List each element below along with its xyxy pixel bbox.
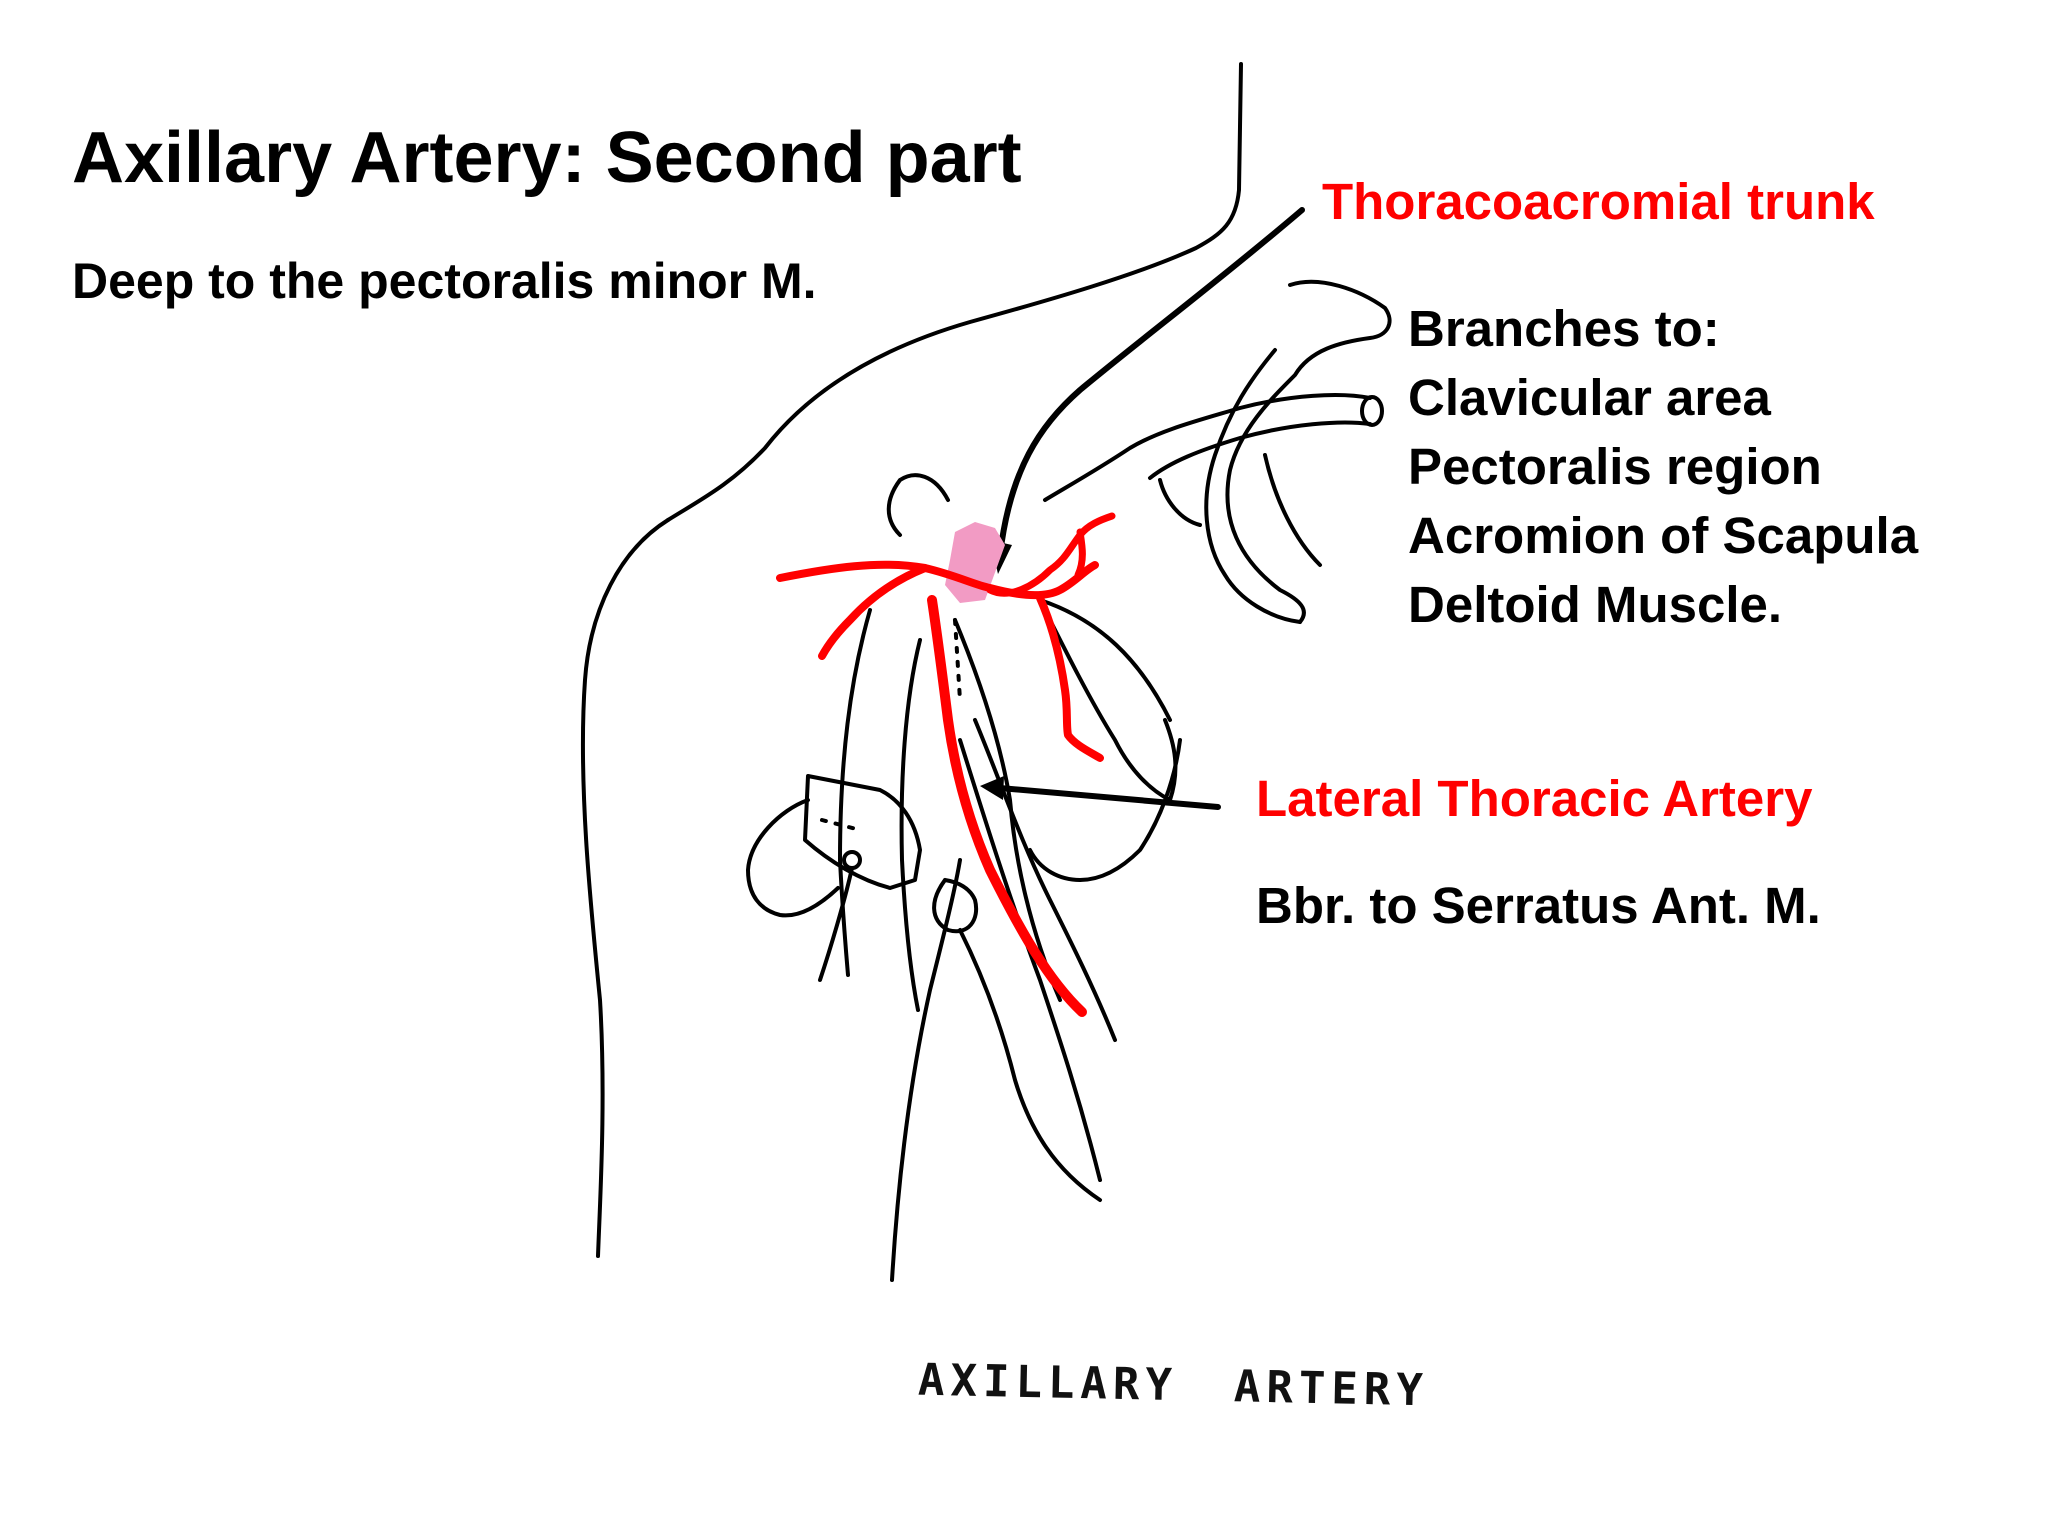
humerus-left [838,608,872,977]
pectoralis-minor-left [953,618,1062,1002]
arteries [776,512,1116,1017]
branches-list: Branches to: Clavicular area Pectoralis … [1408,294,1918,639]
coracoid-outline [1263,453,1322,567]
cut-muscle-loop [746,798,840,918]
branches-heading: Branches to: [1408,300,1720,357]
biceps-tendon [958,738,1102,1182]
dotted-marks [820,618,962,832]
pectoralis-minor-right [1038,598,1178,802]
handwritten-caption: AXILLARY ARTERY [918,1355,1430,1417]
axilla-curve [932,878,979,934]
branch-item: Deltoid Muscle. [1408,576,1783,633]
clavicle-upper [1043,393,1372,502]
axilla-lower [958,928,1102,1202]
lateral-thoracic-pointer [997,785,1221,810]
cut-muscle-hole [842,850,862,870]
caption-word-2: ARTERY [1233,1361,1430,1417]
clavicle-lower [1148,420,1372,480]
humerus-right [899,638,922,1012]
axillary-artery-main [776,560,1099,600]
cut-muscle-block [803,774,922,890]
coracobrachialis [973,718,1117,1042]
page-subtitle: Deep to the pectoralis minor M. [72,253,817,309]
lateral-thoracic-artery-label: Lateral Thoracic Artery [1256,770,1813,827]
caption-word-1: AXILLARY [917,1354,1179,1412]
thoracoacromial-pointer [997,207,1305,558]
pectoralis-minor-top [1038,598,1172,722]
coracoid-tip [1158,478,1202,527]
serratus-branch-label: Bbr. to Serratus Ant. M. [1256,877,1821,934]
thoracoacromial-trunk-label: Thoracoacromial trunk [1322,173,1875,230]
clavicular-branch [818,564,929,660]
anatomy-line-art [580,62,1392,1282]
branch-item: Clavicular area [1408,369,1771,426]
shoulder-arm-outline [580,518,670,1258]
acromial-branch [1074,528,1086,579]
thoracoacromial-branch [986,512,1116,597]
lateral-thoracic-artery [927,595,1087,1017]
thoracic-wall-2 [1028,848,1082,882]
pectoral-branch [1036,594,1104,762]
branch-item: Pectoralis region [1408,438,1822,495]
clavicle-end [1360,395,1384,427]
pectoralis-minor-highlight [945,522,1005,603]
thoracic-wall-1 [1078,738,1182,882]
acromion-outline [1225,279,1392,624]
coracoid-process [886,473,950,537]
arm-medial-outline [890,858,962,1282]
lateral-thoracic-arrowhead [980,776,1004,800]
scapula-outline [1204,348,1302,624]
neck-outline [666,62,1243,522]
page-title: Axillary Artery: Second part [72,118,1022,198]
cut-muscle-tail [818,866,854,982]
branch-item: Acromion of Scapula [1408,507,1919,564]
